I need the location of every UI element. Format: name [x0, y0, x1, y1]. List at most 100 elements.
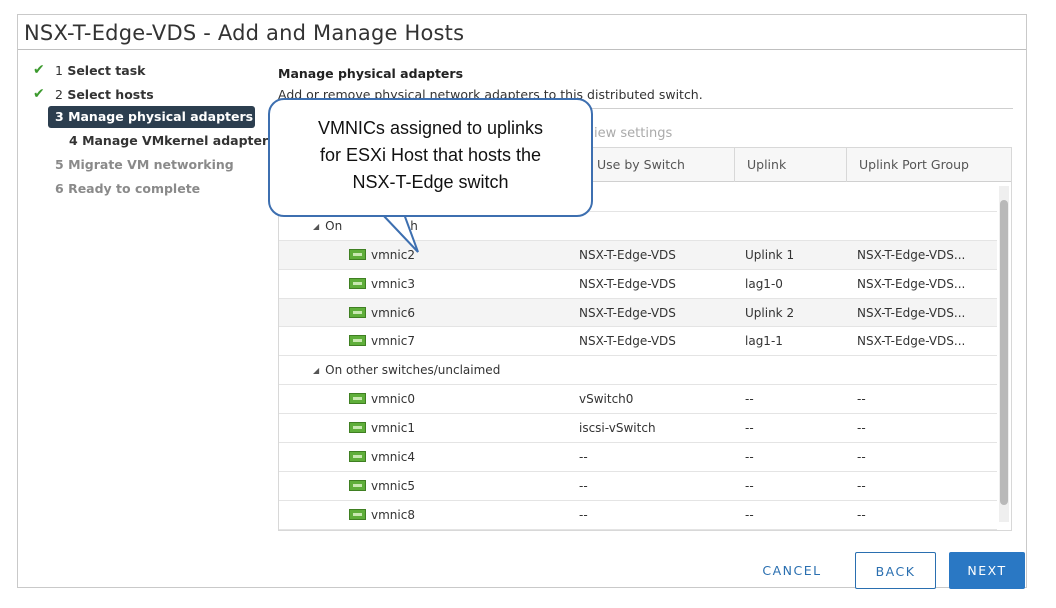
port-group-cell: -- — [857, 392, 866, 407]
step-select-hosts[interactable]: ✔ 2 Select hosts — [29, 83, 259, 107]
group-label: On — [325, 218, 343, 233]
checkmark-icon: ✔ — [33, 62, 45, 78]
group-row-other-switches[interactable]: ◢ On other switches/unclaimed — [279, 356, 997, 386]
scrollbar-thumb[interactable] — [1000, 200, 1008, 505]
annotation-callout: VMNICs assigned to uplinks for ESXi Host… — [268, 98, 593, 217]
table-row[interactable]: vmnic7 NSX-T-Edge-VDS lag1-1 NSX-T-Edge-… — [279, 327, 997, 357]
callout-line-1: VMNICs assigned to uplinks — [317, 118, 544, 138]
next-button[interactable]: NEXT — [949, 552, 1025, 589]
column-header-uplink-port-group[interactable]: Uplink Port Group — [846, 148, 1011, 182]
network-adapter-icon — [349, 508, 366, 520]
view-settings-link[interactable]: iew settings — [594, 126, 673, 141]
adapter-name: vmnic0 — [371, 392, 415, 407]
uplink-cell: -- — [745, 421, 754, 436]
port-group-cell: NSX-T-Edge-VDS... — [857, 305, 966, 320]
group-row-this-switch[interactable]: ◢ On h — [279, 212, 997, 241]
group-label: On other switches/unclaimed — [325, 363, 501, 378]
adapter-name: vmnic8 — [371, 507, 415, 522]
port-group-cell: -- — [857, 421, 866, 436]
table-row[interactable]: vmnic1 iscsi-vSwitch -- -- — [279, 414, 997, 444]
uplink-cell[interactable]: lag1-0 — [745, 276, 783, 291]
adapter-name: vmnic3 — [371, 276, 415, 291]
port-group-cell: NSX-T-Edge-VDS... — [857, 276, 966, 291]
in-use-by-cell: -- — [579, 507, 588, 522]
port-group-cell: -- — [857, 478, 866, 493]
in-use-by-cell: NSX-T-Edge-VDS — [579, 305, 676, 320]
in-use-by-cell: vSwitch0 — [579, 392, 634, 407]
adapter-name: vmnic6 — [371, 305, 415, 320]
callout-pointer — [381, 213, 419, 253]
step-number: 1 — [55, 63, 63, 78]
uplink-cell[interactable]: Uplink 2 — [745, 305, 795, 320]
dialog-title: NSX-T-Edge-VDS - Add and Manage Hosts — [24, 21, 465, 45]
port-group-cell: NSX-T-Edge-VDS... — [857, 334, 966, 349]
wizard-steps: ✔ 1 Select task ✔ 2 Select hosts 3 Manag… — [29, 59, 276, 201]
table-row[interactable]: vmnic5 -- -- -- — [279, 472, 997, 501]
step-label: Migrate VM networking — [68, 157, 234, 173]
network-adapter-icon — [349, 451, 366, 463]
column-header-uplink[interactable]: Uplink — [734, 148, 846, 182]
back-button[interactable]: BACK — [855, 552, 936, 589]
collapse-triangle-icon[interactable]: ◢ — [313, 366, 320, 376]
network-adapter-icon — [349, 277, 366, 289]
step-number: 2 — [55, 86, 63, 102]
in-use-by-cell: NSX-T-Edge-VDS — [579, 247, 676, 262]
in-use-by-cell: NSX-T-Edge-VDS — [579, 334, 676, 349]
step-label: Select hosts — [67, 86, 154, 102]
in-use-by-cell: iscsi-vSwitch — [579, 421, 656, 436]
in-use-by-cell: -- — [579, 478, 588, 493]
step-ready-to-complete: 6 Ready to complete — [29, 177, 259, 201]
port-group-cell: NSX-T-Edge-VDS... — [857, 247, 966, 262]
step-number: 4 — [69, 133, 78, 149]
uplink-cell[interactable]: Uplink 1 — [745, 247, 795, 262]
table-row[interactable]: vmnic2 NSX-T-Edge-VDS Uplink 1 NSX-T-Edg… — [279, 240, 997, 270]
column-header-in-use-by[interactable]: Use by Switch — [597, 157, 685, 172]
network-adapter-icon — [349, 393, 366, 405]
step-label: Select task — [67, 63, 146, 78]
step-label: Manage VMkernel adapters — [82, 133, 276, 149]
checkmark-icon: ✔ — [33, 85, 45, 102]
title-divider — [18, 49, 1026, 50]
network-adapter-icon — [349, 335, 366, 347]
step-number: 6 — [55, 180, 64, 196]
table-row[interactable]: vmnic6 NSX-T-Edge-VDS Uplink 2 NSX-T-Edg… — [279, 298, 997, 328]
table-body: ◢ On h vmnic2 NSX-T-Edge-VDS Uplink 1 NSX-… — [279, 183, 997, 530]
step-manage-physical-adapters[interactable]: 3 Manage physical adapters — [48, 106, 255, 129]
cancel-button[interactable]: CANCEL — [752, 552, 832, 589]
uplink-cell: -- — [745, 450, 754, 465]
section-divider — [278, 108, 1013, 109]
adapter-name: vmnic5 — [371, 478, 415, 493]
collapse-triangle-icon[interactable]: ◢ — [313, 221, 320, 231]
table-scrollbar[interactable] — [999, 186, 1009, 522]
table-row[interactable]: vmnic8 -- -- -- — [279, 501, 997, 530]
adapter-name: vmnic4 — [371, 450, 415, 465]
step-select-task[interactable]: ✔ 1 Select task — [29, 59, 259, 83]
table-row[interactable]: vmnic0 vSwitch0 -- -- — [279, 385, 997, 415]
adapter-name: vmnic7 — [371, 334, 415, 349]
uplink-cell: -- — [745, 478, 754, 493]
group-label-tail: h — [410, 218, 418, 233]
step-label: Manage physical adapters — [68, 109, 254, 125]
in-use-by-cell: -- — [579, 450, 588, 465]
network-adapter-icon — [349, 479, 366, 491]
uplink-cell: -- — [745, 392, 754, 407]
network-adapter-icon — [349, 248, 366, 260]
table-row[interactable]: vmnic3 NSX-T-Edge-VDS lag1-0 NSX-T-Edge-… — [279, 270, 997, 299]
uplink-cell[interactable]: lag1-1 — [745, 334, 783, 349]
table-row-empty — [279, 183, 997, 212]
port-group-cell: -- — [857, 507, 866, 522]
page-title: Manage physical adapters — [278, 66, 464, 81]
table-row[interactable]: vmnic4 -- -- -- — [279, 443, 997, 472]
step-migrate-vm-networking: 5 Migrate VM networking — [29, 153, 259, 177]
step-manage-vmkernel-adapters[interactable]: 4 Manage VMkernel adapters — [29, 129, 276, 153]
network-adapter-icon — [349, 306, 366, 318]
step-number: 3 — [55, 109, 64, 125]
step-label: Ready to complete — [68, 180, 201, 196]
callout-line-2: for ESXi Host that hosts the — [319, 145, 542, 165]
in-use-by-cell: NSX-T-Edge-VDS — [579, 276, 676, 291]
step-number: 5 — [55, 157, 64, 173]
adapter-name: vmnic1 — [371, 421, 415, 436]
uplink-cell: -- — [745, 507, 754, 522]
port-group-cell: -- — [857, 450, 866, 465]
adapter-name: vmnic2 — [371, 247, 415, 262]
